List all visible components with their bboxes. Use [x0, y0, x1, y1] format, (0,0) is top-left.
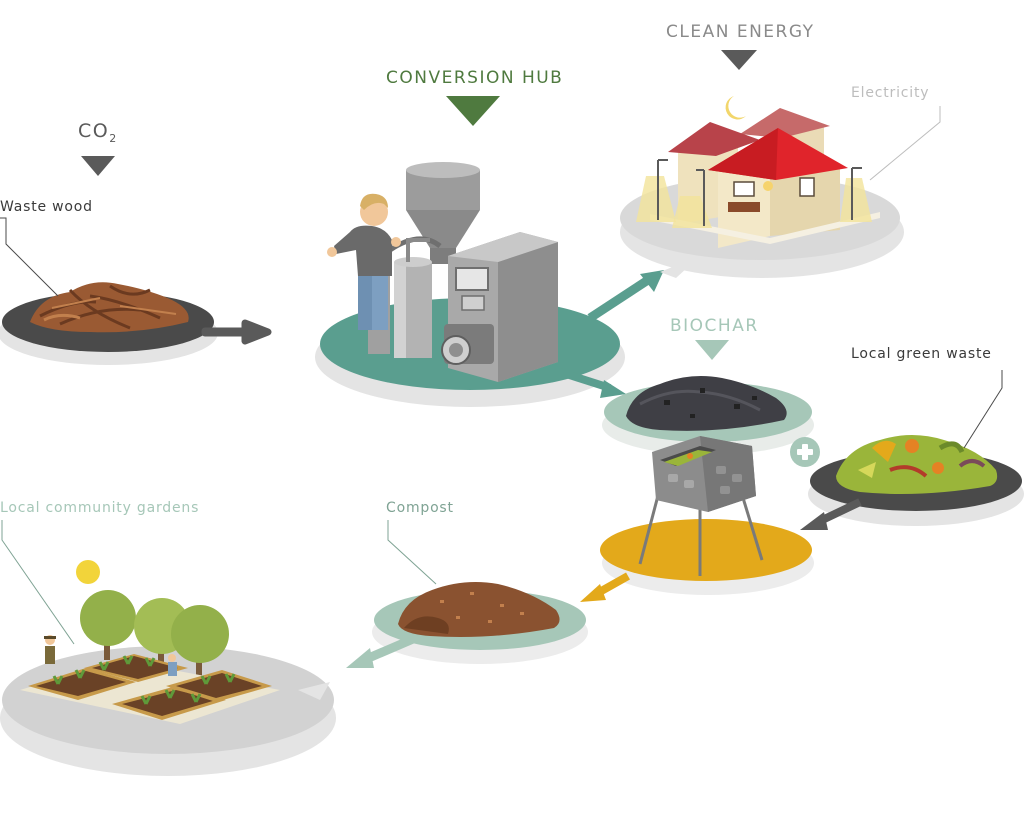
- leader-lines: [0, 106, 1003, 645]
- plus-icon: [790, 437, 820, 467]
- arrow-waste-wood-to-hub: [201, 319, 272, 345]
- arrow-hub-to-energy: [587, 270, 664, 322]
- sun-icon: [76, 560, 100, 584]
- moon-icon: [725, 96, 746, 120]
- waste-wood-pile: [30, 282, 189, 333]
- compost-label: Compost: [386, 500, 454, 516]
- biochar-marker-icon: [695, 340, 729, 360]
- co2-marker-icon: [81, 156, 115, 176]
- composter-plate: [600, 519, 812, 581]
- electricity-label: Electricity: [851, 85, 930, 101]
- co2-text: CO: [78, 120, 110, 142]
- waste-wood-leader: [0, 217, 59, 297]
- waste-wood-label: Waste wood: [0, 199, 93, 215]
- clean-energy-header: CLEAN ENERGY: [666, 22, 815, 42]
- composter-tumbler: [638, 436, 764, 576]
- house-illustration: [636, 96, 880, 248]
- conversion-hub-marker-icon: [446, 96, 500, 126]
- gardens-leader: [1, 520, 75, 645]
- gardens-connector-stub: [298, 682, 330, 700]
- co2-header: CO2: [78, 120, 118, 145]
- arrow-compost-to-gardens: [346, 631, 422, 668]
- biochar-header: BIOCHAR: [670, 316, 759, 336]
- green-waste-pile: [836, 435, 998, 494]
- arrow-green-waste-to-composter: [800, 498, 862, 530]
- compost-pile: [398, 582, 560, 637]
- biochar-pile: [626, 376, 787, 431]
- arrow-hub-to-biochar: [558, 368, 626, 398]
- green-waste-leader: [963, 370, 1003, 449]
- co2-subscript: 2: [109, 131, 118, 145]
- local-green-waste-label: Local green waste: [851, 346, 992, 362]
- arrow-composter-to-compost: [580, 572, 630, 602]
- community-gardens-label: Local community gardens: [0, 500, 200, 516]
- energy-connector-stub: [660, 256, 700, 278]
- conversion-hub-machine: [327, 162, 558, 382]
- community-gardens: [20, 560, 280, 724]
- compost-leader: [387, 520, 437, 585]
- clean-energy-marker-icon: [721, 50, 757, 70]
- conversion-hub-header: CONVERSION HUB: [386, 68, 564, 88]
- electricity-leader: [869, 106, 941, 181]
